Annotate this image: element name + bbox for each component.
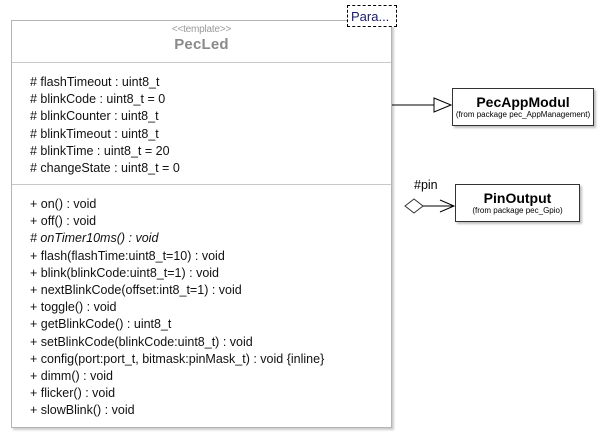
attribute-row: # blinkTime : uint8_t = 20 (30, 143, 170, 158)
attribute-row: # blinkCounter : uint8_t (30, 109, 159, 124)
attributes-compartment: # flashTimeout : uint8_t # blinkCode : u… (12, 63, 391, 185)
attribute-row: # blinkTimeout : uint8_t (30, 126, 159, 141)
class-header: <<template>> PecLed (12, 21, 391, 63)
operation-row: + dimm() : void (30, 369, 114, 384)
class-pinoutput-name: PinOutput (483, 190, 552, 206)
class-pecled[interactable]: <<template>> PecLed # flashTimeout : uin… (11, 20, 392, 428)
attribute-row: # blinkCode : uint8_t = 0 (30, 92, 166, 107)
operation-row: + flicker() : void (30, 386, 116, 401)
attribute-row: # flashTimeout : uint8_t (30, 75, 160, 89)
operation-row: + toggle() : void (30, 300, 117, 315)
operation-row: + getBlinkCode() : uint8_t (30, 317, 172, 332)
operation-row-abstract: # onTimer10ms() : void (30, 231, 159, 246)
class-pecappmodul-name: PecAppModul (476, 94, 570, 110)
operation-row: + setBlinkCode(blinkCode:uint8_t) : void (30, 334, 253, 349)
operation-row: + off() : void (30, 214, 97, 229)
class-pinoutput[interactable]: PinOutput (from package pec_Gpio) (455, 184, 580, 222)
operation-row: + flash(flashTime:uint8_t=10) : void (30, 248, 225, 263)
operations-compartment: + on() : void + off() : void # onTimer10… (12, 185, 391, 420)
operation-row: + on() : void (30, 197, 97, 211)
class-pecappmodul[interactable]: PecAppModul (from package pec_AppManagem… (452, 88, 594, 126)
attribute-row: # changeState : uint8_t = 0 (30, 161, 180, 176)
class-pecappmodul-package: (from package pec_AppManagement) (455, 110, 591, 119)
operation-row: + nextBlinkCode(offset:int8_t=1) : void (30, 283, 242, 298)
aggregation-connector-pinoutput[interactable] (404, 198, 456, 214)
class-pinoutput-package: (from package pec_Gpio) (472, 206, 563, 215)
template-parameter-box[interactable]: Para... (347, 5, 397, 27)
class-stereotype: <<template>> (171, 24, 232, 35)
operation-row: + config(port:port_t, bitmask:pinMask_t)… (30, 351, 325, 366)
association-role-label-pin: #pin (414, 178, 438, 192)
operation-row: + slowBlink() : void (30, 403, 135, 418)
generalization-connector-pecappmodul[interactable] (392, 97, 453, 113)
operation-row: + blink(blinkCode:uint8_t=1) : void (30, 265, 220, 280)
class-name: PecLed (174, 36, 229, 53)
